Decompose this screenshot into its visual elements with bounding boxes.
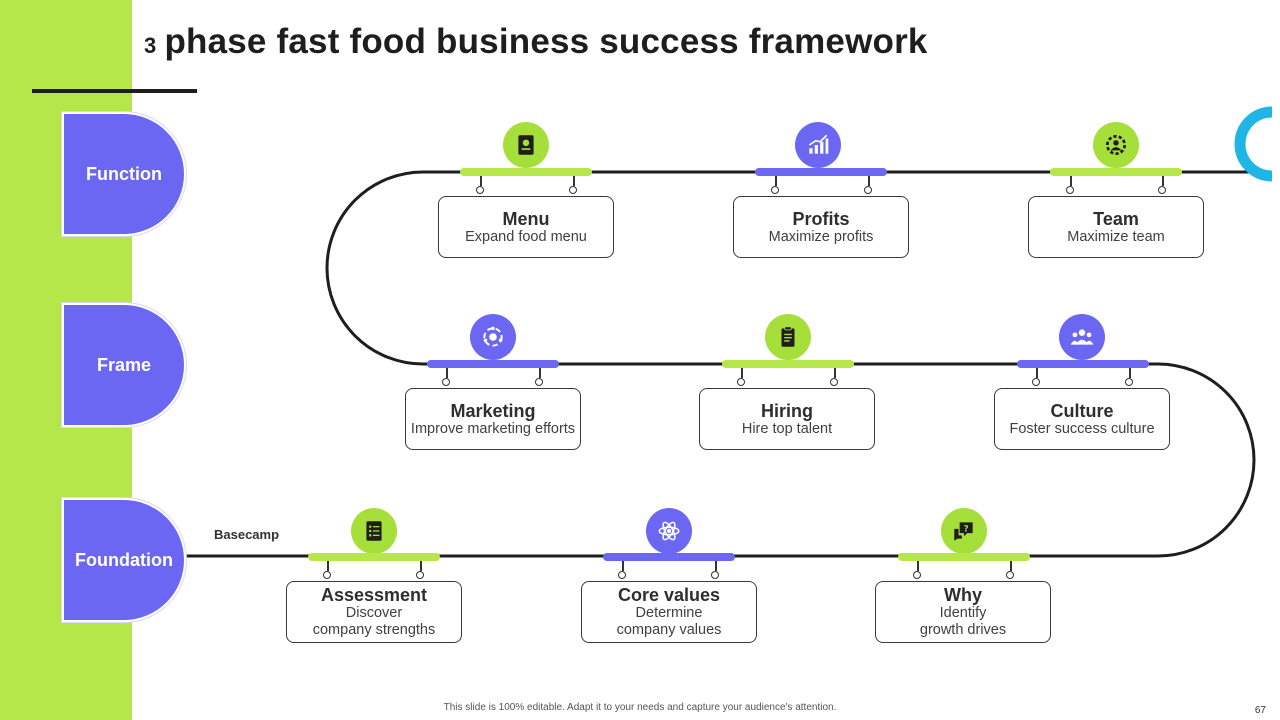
- title-text: phase fast food business success framewo…: [164, 22, 928, 61]
- connector-pin: [1006, 561, 1014, 579]
- card-title: Assessment: [320, 585, 428, 605]
- connector-pin: [323, 561, 331, 579]
- card-title: Culture: [1050, 400, 1114, 421]
- card-profits: Profits Maximize profits: [733, 196, 909, 258]
- connector-pin: [535, 368, 543, 386]
- culture-bar: [1017, 360, 1149, 368]
- card-hiring: Hiring Hire top talent: [699, 388, 875, 450]
- hiring-bar: [722, 360, 854, 368]
- connector-pin: [569, 176, 577, 194]
- phase-label: Function: [86, 163, 162, 184]
- cyan-ring-decoration: [1234, 106, 1273, 182]
- card-culture: Culture Foster success culture: [994, 388, 1170, 450]
- team-bar: [1050, 168, 1182, 176]
- card-description: Determine company values: [616, 605, 722, 638]
- card-team: Team Maximize team: [1028, 196, 1204, 258]
- card-description: Maximize profits: [768, 228, 874, 245]
- card-description: Foster success culture: [1009, 420, 1155, 437]
- question-chat-icon: ?: [941, 508, 987, 554]
- card-title: Hiring: [761, 400, 813, 421]
- connector-pin: [711, 561, 719, 579]
- card-description: Maximize team: [1067, 228, 1165, 245]
- card-assessment: Assessment Discover company strengths: [286, 581, 462, 643]
- svg-text:?: ?: [964, 525, 969, 535]
- connector-pin: [1158, 176, 1166, 194]
- footer-note: This slide is 100% editable. Adapt it to…: [443, 702, 837, 713]
- clipboard-icon: [765, 314, 811, 360]
- card-title: Core values: [617, 585, 721, 605]
- card-title: Why: [944, 585, 982, 605]
- slide-title: 3 phase fast food business success framew…: [144, 22, 928, 62]
- connector-pin: [830, 368, 838, 386]
- card-core-values: Core values Determine company values: [581, 581, 757, 643]
- connector-pin: [864, 176, 872, 194]
- phase-label: Frame: [96, 354, 152, 375]
- card-description: Discover company strengths: [312, 605, 436, 638]
- atom-icon: [646, 508, 692, 554]
- phase-tab-frame: Frame: [64, 305, 184, 425]
- core-values-bar: [603, 553, 735, 561]
- card-description: Improve marketing efforts: [410, 420, 576, 437]
- connector-pin: [1066, 176, 1074, 194]
- card-title: Profits: [792, 208, 850, 229]
- card-title: Menu: [502, 208, 550, 229]
- why-bar: [898, 553, 1030, 561]
- card-why: Why Identify growth drives: [875, 581, 1051, 643]
- connector-pin: [913, 561, 921, 579]
- connector-pin: [1125, 368, 1133, 386]
- connector-pin: [1032, 368, 1040, 386]
- people-group-icon: [1059, 314, 1105, 360]
- page-number: 67: [1254, 705, 1266, 716]
- profits-bar: [755, 168, 887, 176]
- card-description: Identify growth drives: [919, 605, 1007, 638]
- marketing-bar: [427, 360, 559, 368]
- team-gear-icon: [1093, 122, 1139, 168]
- card-title: Marketing: [450, 400, 536, 421]
- card-marketing: Marketing Improve marketing efforts: [405, 388, 581, 450]
- connector-pin: [618, 561, 626, 579]
- phase-tab-foundation: Foundation: [64, 500, 184, 620]
- phase-tab-function: Function: [64, 114, 184, 234]
- card-description: Hire top talent: [741, 420, 833, 437]
- phase-label: Foundation: [75, 549, 173, 570]
- marketing-cycle-icon: [470, 314, 516, 360]
- basecamp-label: Basecamp: [214, 527, 280, 542]
- title-number: 3: [144, 33, 157, 58]
- connector-pin: [416, 561, 424, 579]
- card-menu: Menu Expand food menu: [438, 196, 614, 258]
- menu-bar: [460, 168, 592, 176]
- title-underline: [32, 89, 197, 93]
- menu-book-icon: [503, 122, 549, 168]
- assessment-bar: [308, 553, 440, 561]
- connector-pin: [442, 368, 450, 386]
- connector-pin: [771, 176, 779, 194]
- card-description: Expand food menu: [465, 228, 587, 245]
- connector-pin: [737, 368, 745, 386]
- connector-pin: [476, 176, 484, 194]
- checklist-icon: [351, 508, 397, 554]
- card-title: Team: [1093, 208, 1139, 229]
- growth-chart-icon: [795, 122, 841, 168]
